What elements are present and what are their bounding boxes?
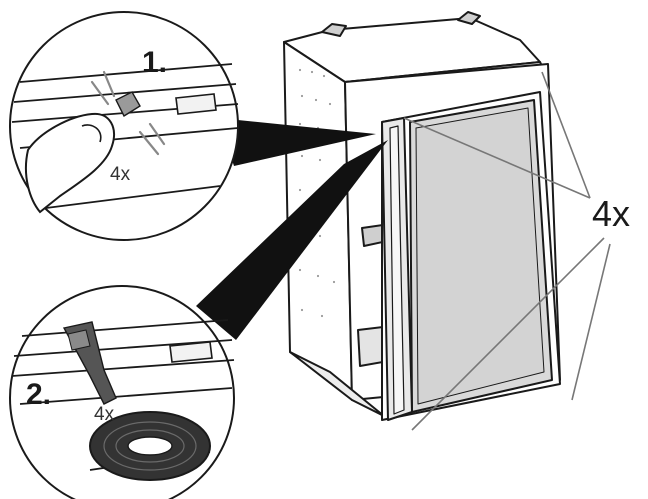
finger-pressing-pin-icon bbox=[24, 70, 166, 214]
detail-circle-1 bbox=[9, 11, 239, 241]
callout-wedge-1 bbox=[218, 118, 376, 166]
adhesive-tape-roll-icon bbox=[62, 321, 211, 481]
callout-wedge-2 bbox=[196, 140, 388, 340]
pointer-lines bbox=[403, 71, 611, 431]
cabinet-rear-clip-2 bbox=[457, 11, 481, 25]
count-label-door: 4x bbox=[592, 193, 630, 234]
step-2-label: 2. bbox=[26, 378, 51, 411]
count-label-detail-1: 4x bbox=[110, 164, 131, 185]
count-label-detail-2: 4x bbox=[94, 404, 115, 425]
door-glass-inner bbox=[415, 107, 545, 405]
cabinet-rear-clip-1 bbox=[321, 23, 347, 37]
detail-circle-2 bbox=[9, 285, 235, 499]
step-1-label: 1. bbox=[142, 46, 167, 79]
